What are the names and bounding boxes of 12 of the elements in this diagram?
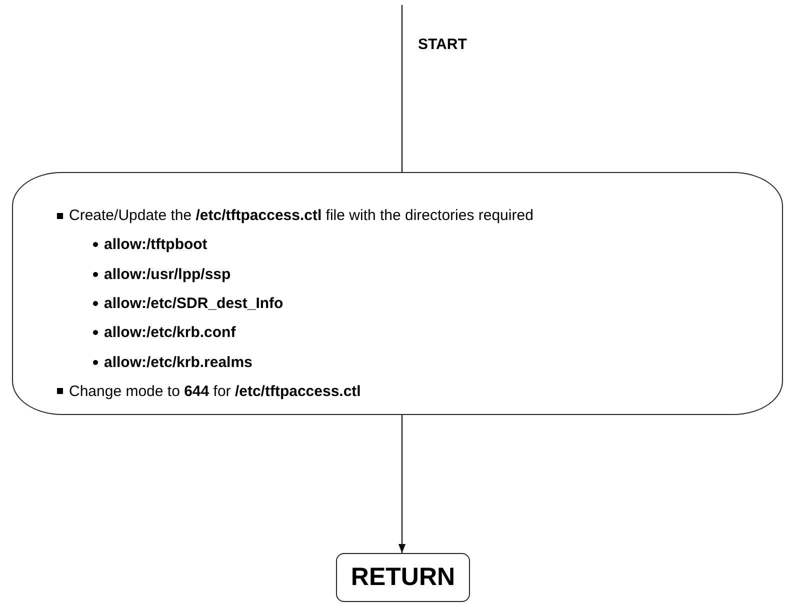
step-text: Create/Update the /etc/tftpaccess.ctl file with the directories required xyxy=(69,207,534,224)
terminal-box: RETURN xyxy=(336,553,470,602)
step-text: Change mode to 644 for /etc/tftpaccess.ctl xyxy=(69,382,361,400)
list-item: allow:/etc/SDR_dest_Info xyxy=(104,294,284,312)
list-item: allow:/etc/krb.realms xyxy=(104,354,252,371)
list-item: allow:/usr/lpp/ssp xyxy=(104,266,231,283)
list-item: allow:/etc/krb.conf xyxy=(104,324,236,342)
list-item: allow:/tftpboot xyxy=(104,236,208,254)
connector-line xyxy=(401,5,403,172)
process-box xyxy=(12,172,783,415)
start-label: START xyxy=(418,36,467,53)
arrow xyxy=(398,415,406,553)
